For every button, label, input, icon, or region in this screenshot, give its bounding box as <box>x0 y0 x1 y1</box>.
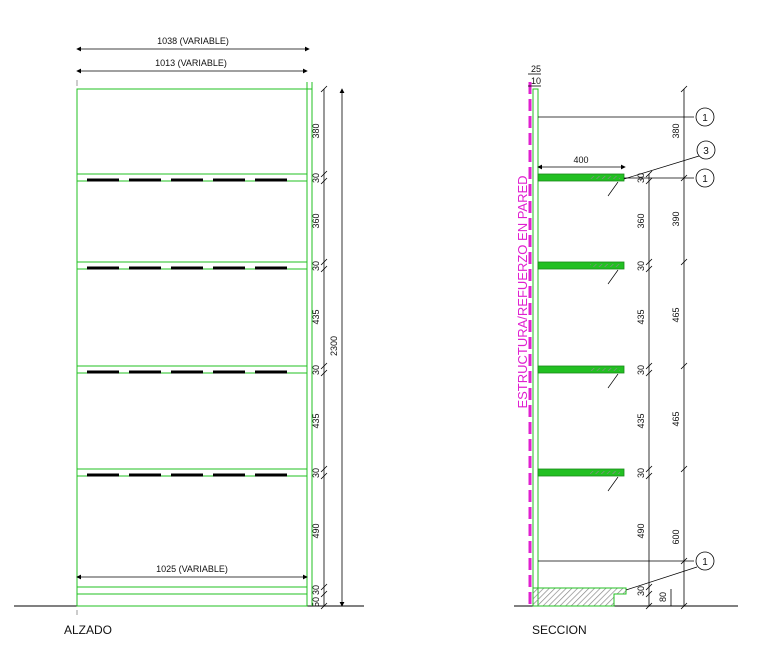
dim-tick <box>645 590 653 598</box>
dim-top-outer: 1038 (VARIABLE) <box>157 36 229 46</box>
callout-bubble-2: 3 <box>696 140 716 160</box>
shelf-4 <box>76 468 308 477</box>
callout-bubble-3: 1 <box>695 168 715 188</box>
section-inner-dim-1: 360 <box>636 213 646 228</box>
callout-bubble-4: 1 <box>695 551 715 571</box>
dim-tick <box>645 170 653 178</box>
section-upright <box>532 88 539 607</box>
dim-tick <box>680 85 688 93</box>
dim-tick <box>320 369 328 377</box>
alzado-dim-5: 30 <box>311 365 321 375</box>
dim-tick <box>320 258 328 266</box>
dim-tick <box>680 174 688 182</box>
section-outer-dim-4: 600 <box>671 529 681 544</box>
section-outer-dim-1: 390 <box>671 211 681 226</box>
alzado-dim-0: 380 <box>311 123 321 138</box>
svg-text:1: 1 <box>702 174 708 185</box>
dim-tick <box>320 472 328 480</box>
dim-tick <box>645 465 653 473</box>
section-inner-dim-8: 30 <box>636 586 646 596</box>
section-outer-dim-2: 465 <box>671 307 681 322</box>
shelf-1 <box>76 173 308 182</box>
seccion-view: ESTRUCTURA/REFUERZO EN PARED 25 10 400 <box>514 64 738 637</box>
shelf-2 <box>76 261 308 270</box>
dim-tick <box>680 362 688 370</box>
dim-chain-ticks <box>320 85 328 610</box>
section-outer-dim-3: 465 <box>671 411 681 426</box>
dim-tick <box>320 590 328 598</box>
section-shelf-4 <box>537 468 625 492</box>
section-inner-dim-0: 30 <box>636 173 646 183</box>
dim-tick <box>680 258 688 266</box>
section-outer-dim-0: 380 <box>671 123 681 138</box>
alzado-dim-3: 30 <box>311 261 321 271</box>
dim-tick <box>320 602 328 610</box>
alzado-title: ALZADO <box>64 623 112 637</box>
dim-tick <box>680 465 688 473</box>
dim-top-b: 10 <box>531 76 541 86</box>
shelf-3 <box>76 365 308 374</box>
plinth <box>76 586 308 607</box>
dim-tick <box>320 465 328 473</box>
section-inner-dim-2: 30 <box>636 261 646 271</box>
section-shelf-3 <box>537 365 625 389</box>
seccion-title: SECCION <box>532 623 587 637</box>
alzado-dim-2: 360 <box>311 213 321 228</box>
dim-tick <box>320 265 328 273</box>
dim-tick <box>680 557 688 565</box>
section-shelf-2 <box>537 261 625 285</box>
svg-text:1: 1 <box>702 113 708 124</box>
dim-tick <box>320 85 328 93</box>
section-outer-dim-5: 80 <box>658 592 668 602</box>
dim-tick <box>645 602 653 610</box>
section-base <box>532 587 627 607</box>
dim-bottom: 1025 (VARIABLE) <box>156 564 228 574</box>
alzado-dim-9: 30 <box>311 585 321 595</box>
section-inner-dim-4: 30 <box>636 365 646 375</box>
dim-top-inner: 1013 (VARIABLE) <box>155 58 227 68</box>
dim-total: 2300 <box>329 336 339 356</box>
alzado-dim-7: 30 <box>311 468 321 478</box>
svg-text:3: 3 <box>703 146 709 157</box>
section-shelf-1 <box>537 173 625 197</box>
dim-tick <box>680 602 688 610</box>
dim-tick <box>645 369 653 377</box>
section-inner-dim-7: 490 <box>636 523 646 538</box>
alzado-dim-4: 435 <box>311 309 321 324</box>
dim-tick <box>320 362 328 370</box>
callout-bubble-1: 1 <box>695 107 715 127</box>
wall-label: ESTRUCTURA/REFUERZO EN PARED <box>515 175 530 408</box>
alzado-dim-6: 435 <box>311 413 321 428</box>
alzado-dim-10: 50 <box>311 597 321 607</box>
dim-tick <box>645 258 653 266</box>
dim-tick <box>320 583 328 591</box>
svg-text:1: 1 <box>702 557 708 568</box>
dim-depth: 400 <box>573 155 588 165</box>
alzado-view: 1038 (VARIABLE) 1013 (VARIABLE) <box>14 36 364 637</box>
alzado-dim-1: 30 <box>311 173 321 183</box>
section-inner-dim-6: 30 <box>636 468 646 478</box>
dim-tick <box>645 177 653 185</box>
dim-tick <box>645 472 653 480</box>
dim-tick <box>320 177 328 185</box>
dim-tick <box>320 170 328 178</box>
shelf-outline <box>76 88 308 607</box>
section-inner-dim-5: 435 <box>636 413 646 428</box>
dim-tick <box>645 362 653 370</box>
alzado-dim-8: 490 <box>311 523 321 538</box>
dim-tick <box>645 583 653 591</box>
section-inner-dim-3: 435 <box>636 309 646 324</box>
dim-top-a: 25 <box>531 64 541 74</box>
dim-tick <box>645 265 653 273</box>
